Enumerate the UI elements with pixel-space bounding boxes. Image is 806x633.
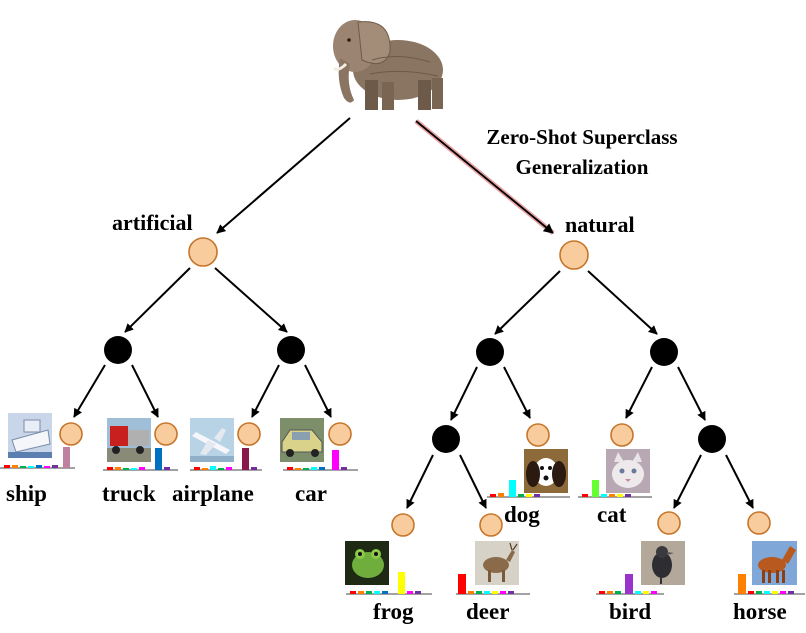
ship-image xyxy=(8,413,52,458)
node-artificial-left xyxy=(104,336,132,364)
histogram-dog xyxy=(487,480,570,498)
superclass-label-natural: natural xyxy=(565,212,635,237)
histogram-bird xyxy=(596,574,664,595)
node-airplane xyxy=(237,422,261,446)
internal-nodes xyxy=(104,336,726,453)
superclass-nodes xyxy=(59,237,771,537)
edge-sub-deer xyxy=(459,454,487,509)
edge-natural-left xyxy=(494,270,561,335)
car-image xyxy=(280,418,324,462)
class-label-airplane: airplane xyxy=(172,481,254,506)
histogram-cat xyxy=(578,480,652,498)
class-label-deer: deer xyxy=(466,599,510,624)
edge-root-artificial xyxy=(216,117,351,234)
zero-shot-edge xyxy=(414,119,555,235)
truck-image xyxy=(107,418,151,462)
class-label-ship: ship xyxy=(6,481,47,506)
elephant-image xyxy=(332,20,443,110)
edge-artificial-right xyxy=(214,267,288,333)
class-label-truck: truck xyxy=(102,481,156,506)
node-frog xyxy=(391,513,415,537)
node-natural-left-sub xyxy=(432,425,460,453)
histogram-ship xyxy=(0,447,75,469)
class-label-car: car xyxy=(295,481,327,506)
edge-left-truck xyxy=(131,364,159,418)
histogram-truck xyxy=(103,448,178,471)
edge-nl-sub xyxy=(450,366,478,421)
edge-artificial-left xyxy=(124,267,191,333)
dog-image xyxy=(524,449,568,493)
edge-right-car xyxy=(304,364,332,418)
edge-left-ship xyxy=(73,364,106,418)
histogram-deer xyxy=(456,574,530,595)
node-natural-right xyxy=(650,338,678,366)
node-artificial-right xyxy=(277,336,305,364)
edge-nr-cat xyxy=(625,366,653,419)
node-horse xyxy=(747,511,771,535)
edge-nr-sub xyxy=(677,366,706,421)
node-deer xyxy=(479,513,503,537)
class-label-bird: bird xyxy=(609,599,652,624)
class-label-dog: dog xyxy=(504,502,540,527)
frog-image xyxy=(345,541,389,585)
airplane-image xyxy=(190,418,234,462)
annotation-label: Zero-Shot Superclass Generalization xyxy=(452,122,712,182)
node-natural-right-sub xyxy=(698,425,726,453)
edge-right-airplane xyxy=(251,364,280,418)
node-natural xyxy=(559,240,589,270)
annotation-line-1: Zero-Shot Superclass xyxy=(486,125,678,149)
node-cat xyxy=(610,423,634,447)
deer-image xyxy=(475,541,519,585)
bird-image xyxy=(641,541,685,585)
histogram-frog xyxy=(346,572,432,595)
edge-sub2-bird xyxy=(673,454,702,509)
tree-edges xyxy=(73,117,754,509)
node-ship xyxy=(59,422,83,446)
edge-sub2-horse xyxy=(725,454,754,509)
cat-image xyxy=(606,449,650,493)
superclass-label-artificial: artificial xyxy=(112,210,193,235)
class-label-frog: frog xyxy=(373,599,414,624)
edge-sub-frog xyxy=(406,454,434,509)
horse-image xyxy=(752,541,797,585)
node-truck xyxy=(154,422,178,446)
edge-nl-dog xyxy=(503,366,531,419)
class-label-horse: horse xyxy=(733,599,787,624)
node-dog xyxy=(526,423,550,447)
node-natural-left xyxy=(476,338,504,366)
edge-natural-right xyxy=(587,270,658,335)
annotation-line-2: Generalization xyxy=(515,155,649,179)
class-label-cat: cat xyxy=(597,502,627,527)
node-artificial xyxy=(188,237,218,267)
node-bird xyxy=(657,511,681,535)
histogram-horse xyxy=(734,574,805,595)
node-car xyxy=(328,422,352,446)
histogram-car xyxy=(283,450,358,471)
histogram-airplane xyxy=(190,448,262,471)
